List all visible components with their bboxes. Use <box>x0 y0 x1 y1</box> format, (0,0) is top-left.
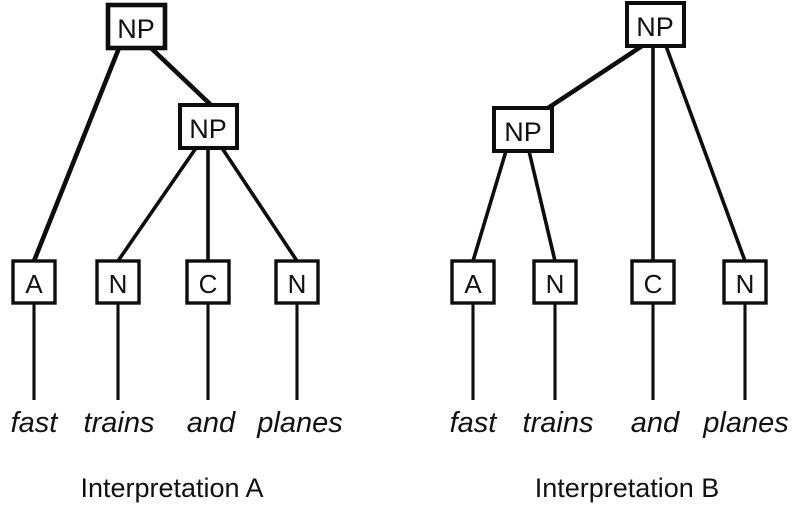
node-label-b-pos-c: C <box>644 269 663 299</box>
edge-a-root-np-to-a-inner-np <box>149 46 213 107</box>
node-box-a-pos-c <box>185 259 231 305</box>
node-box-b-root-np <box>625 1 686 48</box>
caption-interpretation-a: Interpretation A <box>80 473 263 503</box>
word-b-leaf-fast: fast <box>450 407 499 439</box>
node-box-a-root-np <box>105 2 168 51</box>
node-box-b-pos-c <box>630 259 676 305</box>
edge-b-inner-np-to-b-pos-n1 <box>527 150 557 262</box>
word-a-leaf-and: and <box>187 407 236 439</box>
node-label-a-root-np: NP <box>117 14 155 44</box>
word-b-leaf-planes: planes <box>702 407 788 439</box>
node-box-a-pos-n2 <box>274 259 320 305</box>
node-label-a-pos-a: A <box>25 269 43 299</box>
node-label-b-root-np: NP <box>636 12 674 42</box>
node-box-b-pos-n2 <box>722 259 768 305</box>
node-box-b-pos-a <box>450 259 496 305</box>
node-label-a-pos-n1: N <box>109 269 128 299</box>
node-label-b-pos-a: A <box>464 269 482 299</box>
node-label-a-inner-np: NP <box>189 114 227 144</box>
caption-interpretation-b: Interpretation B <box>535 473 720 503</box>
word-a-leaf-trains: trains <box>84 407 155 439</box>
word-a-leaf-planes: planes <box>256 407 342 439</box>
word-b-leaf-and: and <box>631 407 680 439</box>
node-label-b-pos-n1: N <box>546 269 565 299</box>
node-label-b-inner-np: NP <box>504 117 542 147</box>
node-label-a-pos-n2: N <box>288 269 307 299</box>
node-box-b-inner-np <box>492 106 554 153</box>
edge-a-inner-np-to-a-pos-n1 <box>116 146 198 263</box>
node-label-b-pos-n2: N <box>736 269 755 299</box>
word-b-leaf-trains: trains <box>523 407 594 439</box>
node-box-b-pos-n1 <box>532 259 578 305</box>
node-box-a-pos-n1 <box>95 259 141 305</box>
edge-a-root-np-to-a-pos-a <box>31 47 122 262</box>
edge-b-root-np-to-b-pos-n2 <box>664 45 747 262</box>
word-a-leaf-fast: fast <box>11 407 60 439</box>
edge-b-inner-np-to-b-pos-a <box>471 150 508 262</box>
node-label-a-pos-c: C <box>199 269 218 299</box>
node-box-a-pos-a <box>11 259 57 305</box>
edge-a-inner-np-to-a-pos-n2 <box>220 147 299 262</box>
node-box-a-inner-np <box>178 103 239 150</box>
edge-b-root-np-to-b-inner-np <box>546 44 644 110</box>
